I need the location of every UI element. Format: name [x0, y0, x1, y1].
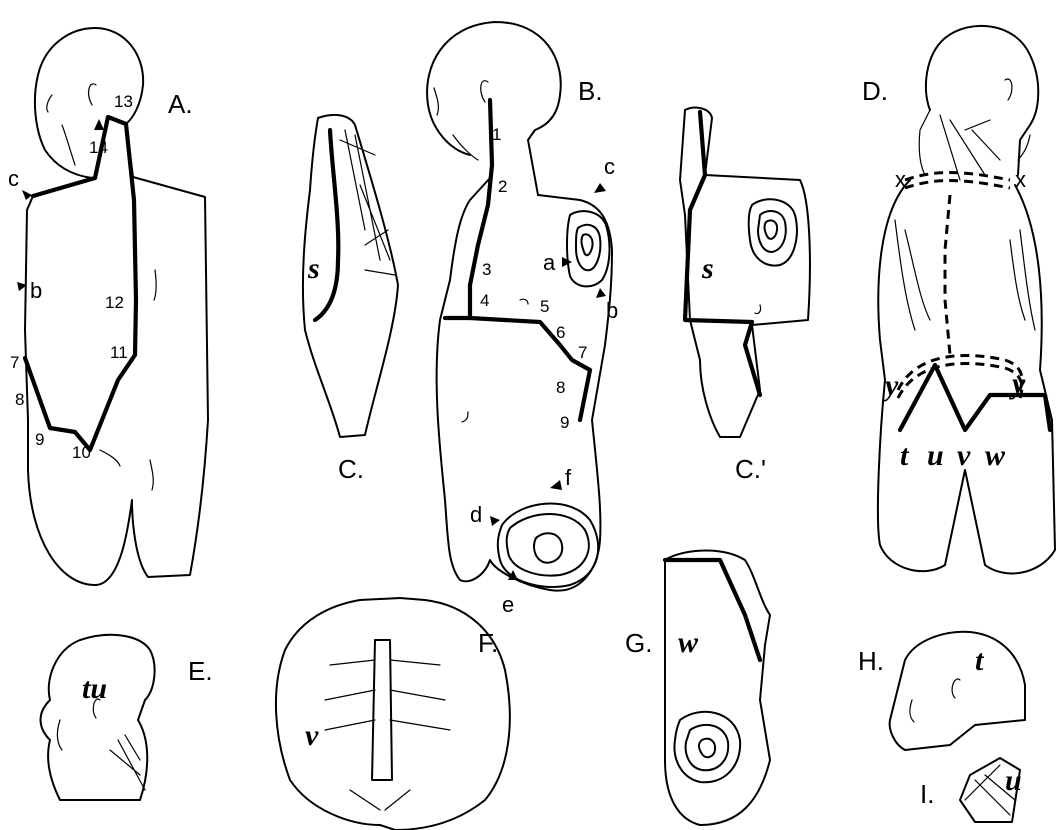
panel-b-caption: B. [578, 76, 603, 106]
panel-c-prime-caption: C.' [735, 454, 766, 484]
arrow-bb [596, 288, 606, 298]
panel-h-caption: H. [858, 646, 884, 676]
panel-d-y-label: y [1009, 367, 1026, 400]
panel-d-part-label: v [957, 439, 971, 472]
arrow-ac [22, 190, 32, 200]
panel-b-letter: c [604, 154, 615, 179]
panel-a-number: 7 [10, 353, 19, 372]
arrow-a14 [94, 119, 104, 130]
panel-f-part-label: v [305, 719, 319, 752]
panel-h-part-label: t [975, 644, 985, 677]
panel-b-figure [427, 22, 612, 591]
panel-c-caption: C. [338, 454, 364, 484]
arrow-bc [594, 183, 606, 193]
panel-b-number: 9 [560, 413, 569, 432]
panel-d-part-label: u [927, 439, 944, 472]
panel-b-number: 3 [482, 260, 491, 279]
panel-i-caption: I. [920, 779, 934, 809]
panel-d-x-label: x [1015, 167, 1026, 192]
panel-a-letter: c [8, 166, 19, 191]
panel-b-number: 1 [492, 125, 501, 144]
panel-h-figure [890, 632, 1025, 750]
panel-a-number: 8 [15, 390, 24, 409]
panel-b-letter: b [606, 298, 618, 323]
panel-c-prime-figure [680, 108, 810, 437]
panel-c-prime-part-label: s [701, 252, 714, 285]
panel-f-figure [276, 598, 510, 830]
panel-e-part-label: tu [82, 672, 107, 705]
panel-b-letter: f [565, 465, 572, 490]
panel-d-caption: D. [862, 76, 888, 106]
panel-g-part-label: w [678, 626, 699, 659]
panel-a-number: 10 [72, 443, 91, 462]
panel-a-number: 11 [110, 343, 128, 362]
panel-c-part-label: s [307, 252, 320, 285]
arrow-bd [490, 516, 500, 526]
panel-g-figure [665, 551, 770, 825]
panel-b-letter: d [470, 502, 482, 527]
panel-a-number: 12 [105, 293, 124, 312]
panel-f-caption: F. [478, 628, 498, 658]
panel-b-number: 2 [498, 177, 507, 196]
panel-a-letter: b [30, 278, 42, 303]
panel-g-caption: G. [625, 628, 652, 658]
panel-e-figure [41, 635, 155, 800]
panel-b-number: 6 [556, 323, 565, 342]
panel-b-letter: e [502, 592, 514, 617]
panel-e-caption: E. [188, 656, 213, 686]
panel-b-number: 8 [556, 378, 565, 397]
panel-d-y-label: y [882, 369, 899, 402]
panel-a-caption: A. [168, 89, 193, 119]
panel-b-number: 4 [480, 291, 489, 310]
panel-a-number: 13 [114, 92, 133, 111]
panel-d-x-label: x [895, 167, 906, 192]
panel-b-number: 5 [540, 297, 549, 316]
panel-i-part-label: u [1005, 764, 1022, 797]
panel-d-part-label: w [985, 439, 1006, 472]
panel-d-figure [878, 26, 1055, 574]
panel-d-part-label: t [900, 439, 910, 472]
panel-a-number: 14 [89, 138, 108, 157]
panel-b-letter: a [543, 250, 556, 275]
panel-a-number: 9 [35, 430, 44, 449]
panel-b-number: 7 [578, 343, 587, 362]
arrow-bf [550, 480, 562, 490]
